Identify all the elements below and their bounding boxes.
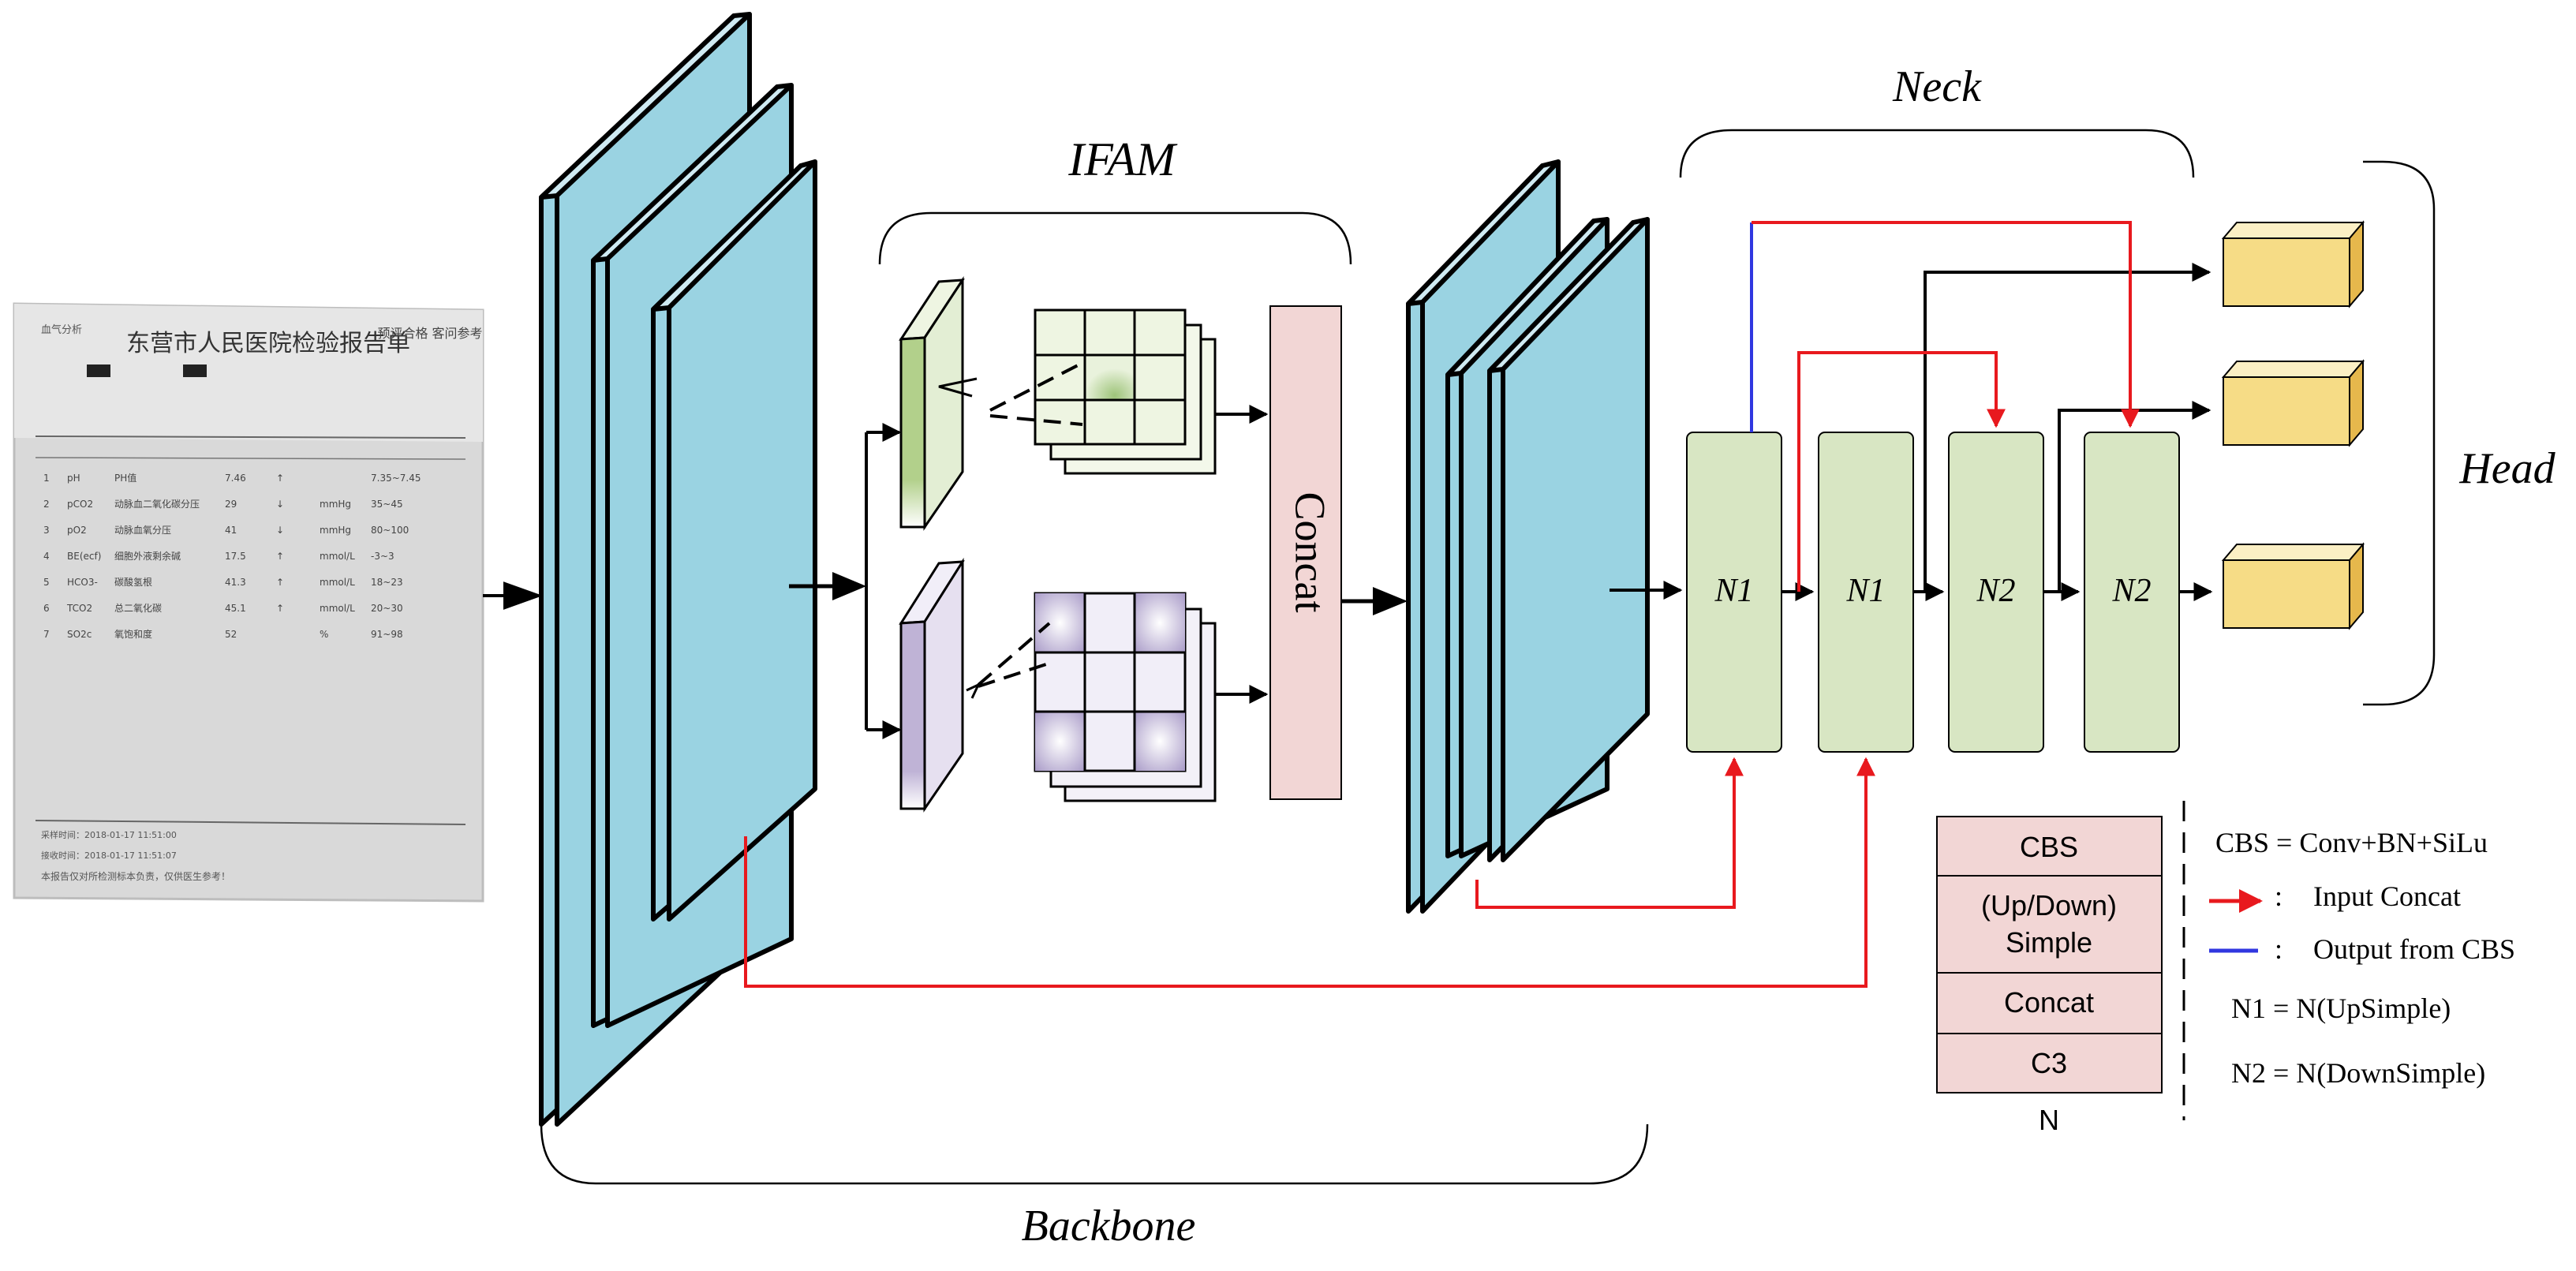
report-cell: 4: [43, 551, 50, 562]
legend-cbs-def: CBS = Conv+BN+SiLu: [2215, 827, 2488, 858]
svg-text::: :: [2275, 880, 2283, 912]
report-cell: pO2: [67, 525, 87, 536]
report-cell: 17.5: [225, 551, 246, 562]
node-n1-b-label: N1: [1845, 573, 1885, 609]
report-cell: mmol/L: [320, 603, 355, 614]
legend-stack-cbs: CBS: [2020, 831, 2078, 863]
legend-stack-concat: Concat: [2004, 986, 2094, 1019]
arrow-input: [483, 581, 543, 610]
neck-label: Neck: [1892, 62, 1982, 111]
report-cell: 碳酸氢根: [114, 576, 152, 588]
report-cell: PH值: [114, 472, 136, 484]
report-rows: 1 pH PH值 7.46 ↑ 7.35~7.45 2 pCO2 动脉血二氧化碳分压 29 ↓ mmH…: [43, 472, 421, 640]
report-footer-note: 本报告仅对所检测标本负责，仅供医生参考！: [41, 870, 230, 882]
purple-feature-map: [899, 557, 965, 813]
report-cell: %: [320, 629, 328, 640]
svg-text:接收时间：2018-01-17 11:51:07: 接收时间：2018-01-17 11:51:07: [41, 850, 177, 861]
report-cell: 动脉血二氧化碳分压: [114, 498, 200, 510]
concat-label: Concat: [1287, 492, 1334, 613]
backbone-bracket: [540, 1123, 1649, 1185]
report-cell: 20~30: [371, 603, 403, 614]
neck-blocks: [1406, 159, 1650, 914]
neck-nodes: N1 N1 N2 N2: [1686, 432, 2180, 753]
report-cell: 2: [43, 499, 50, 510]
svg-text::: :: [2275, 933, 2283, 965]
report-cell: 41.3: [225, 577, 246, 588]
legend-output-cbs: Output from CBS: [2313, 933, 2515, 965]
legend-n2-def: N2 = N(DownSimple): [2231, 1057, 2485, 1089]
legend-stack-c3: C3: [2031, 1047, 2067, 1079]
backbone-label: Backbone: [1022, 1202, 1196, 1250]
legend-stack: [1936, 816, 2163, 1093]
concat-block: [1269, 305, 1342, 800]
report-cell: 3: [43, 525, 50, 536]
report-cell: 91~98: [371, 629, 403, 640]
legend-stack-caption: N: [2039, 1104, 2059, 1136]
report-cell: 18~23: [371, 577, 403, 588]
report-title: 东营市人民医院检验报告单: [126, 330, 410, 357]
head-box-2: [2221, 359, 2365, 447]
report-cell: BE(ecf): [67, 551, 101, 562]
report-cell: 41: [225, 525, 237, 536]
head-bracket: [2363, 160, 2436, 706]
report-cell: 细胞外液剩余碱: [114, 550, 181, 562]
purple-attention-grid: [1034, 592, 1217, 802]
report-cell: pCO2: [67, 499, 93, 510]
ifam-label: IFAM: [1067, 133, 1178, 185]
report-cell: SO2c: [67, 629, 92, 640]
report-cell: 1: [43, 473, 50, 484]
report-cell: TCO2: [66, 603, 92, 614]
report-cell: mmol/L: [320, 551, 355, 562]
report-cell: 5: [43, 577, 50, 588]
legend-input-concat: Input Concat: [2313, 880, 2461, 912]
report-cell: 氧饱和度: [114, 628, 152, 640]
report-cell: 80~100: [371, 525, 409, 536]
report-cell: 7: [43, 629, 50, 640]
report-cell: 7.46: [225, 473, 246, 484]
medical-report-image: 东营市人民医院检验报告单 预评合格 客问参考 血气分析 1 pH PH值 7.46 ↑ 7…: [13, 302, 484, 903]
svg-text:采样时间：2018-01-17 11:51:00: 采样时间：2018-01-17 11:51:00: [41, 829, 177, 840]
neck-bracket: [1679, 129, 2195, 178]
legend: CBS (Up/Down) Simple Concat C3 N CBS = C…: [1936, 801, 2515, 1136]
report-cell: ↑: [276, 551, 284, 562]
report-cell: ↑: [276, 577, 284, 588]
report-cell: ↓: [276, 525, 284, 536]
backbone-blocks: [539, 12, 817, 1127]
report-cell: ↑: [276, 603, 284, 614]
green-feature-map: [899, 275, 965, 531]
node-n2-b-label: N2: [2111, 573, 2151, 609]
report-cell: 总二氧化碳: [114, 603, 162, 614]
report-cell: mmol/L: [320, 577, 355, 588]
green-attention-grid: [1034, 308, 1217, 475]
legend-stack-updown: (Up/Down): [1981, 889, 2117, 921]
legend-stack-simple: Simple: [2006, 926, 2092, 959]
report-cell: HCO3-: [67, 577, 98, 588]
report-cell: 动脉血氧分压: [114, 524, 171, 536]
report-header-right: 预评合格 客问参考: [377, 326, 482, 341]
report-cell: 52: [225, 629, 237, 640]
report-cell: -3~3: [371, 551, 394, 562]
node-n2-a-label: N2: [1976, 573, 2015, 609]
head-box-3: [2221, 542, 2365, 630]
legend-n1-def: N1 = N(UpSimple): [2231, 993, 2451, 1024]
report-cell: ↓: [276, 499, 284, 510]
node-n1-a-label: N1: [1714, 573, 1753, 609]
head-box-1: [2221, 220, 2365, 308]
report-cell: 6: [43, 603, 50, 614]
report-cell: 35~45: [371, 499, 403, 510]
report-cell: ↑: [276, 473, 284, 484]
report-cell: mmHg: [320, 525, 351, 536]
report-cell: pH: [67, 473, 80, 484]
report-cell: 29: [225, 499, 237, 510]
head-boxes: [2221, 220, 2365, 630]
head-label: Head: [2458, 444, 2555, 493]
report-cell: 45.1: [225, 603, 246, 614]
ifam-bracket: [878, 211, 1352, 265]
report-cell: 7.35~7.45: [371, 473, 421, 484]
report-cell: mmHg: [320, 499, 351, 510]
svg-text:血气分析: 血气分析: [41, 323, 82, 336]
